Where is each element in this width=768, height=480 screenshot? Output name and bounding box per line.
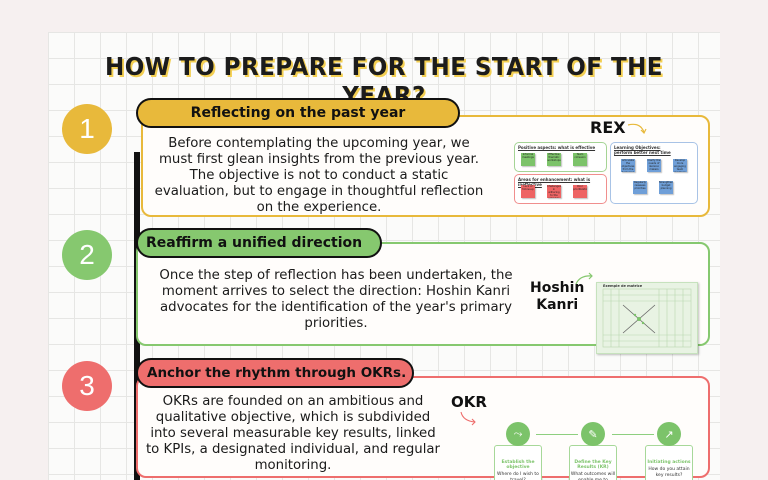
rex-learning-title: Learning Objectives: perform better next… — [614, 145, 671, 155]
matrix-diagram-icon — [602, 288, 692, 348]
rex-positive-title: Positive aspects: what is effective — [518, 145, 596, 150]
rex-enhancement-box: Areas for enhancement: what is ineffecti… — [514, 174, 607, 204]
sticky-note: Develop more engaging team meetings — [673, 159, 687, 172]
rex-positive-box: Positive aspects: what is effective Info… — [514, 142, 607, 172]
map-route-icon: ⤳ — [506, 422, 530, 446]
step-2-description: Once the step of reflection has been und… — [159, 268, 513, 331]
sticky-note: Challenges in adhering to the schedule — [547, 185, 561, 198]
okr-step-title: Define the Key Results (KR) — [574, 460, 612, 470]
step-1-heading: Reflecting on the past year — [136, 98, 460, 128]
hoshin-label-line1: Hoshin — [530, 280, 585, 296]
sticky-note: Poor prioritization — [573, 185, 587, 198]
step-1-description: Before contemplating the upcoming year, … — [154, 136, 484, 215]
hoshin-matrix-image: Exemple de matrice — [596, 282, 698, 354]
okr-step-question: How do you attain key results? — [648, 467, 690, 478]
okr-step-2: Define the Key Results (KR) What outcome… — [569, 445, 617, 480]
step-2-heading: Reaffirm a unified direction — [136, 228, 382, 258]
rex-label: REX — [590, 118, 626, 137]
sticky-note: Team cohesion — [573, 153, 587, 166]
okr-step-question: Where do I wish to travel? — [497, 472, 539, 480]
sticky-note: Effective thematic workshops — [547, 153, 561, 166]
okr-step-title: Initiating actions — [647, 460, 691, 465]
rex-learning-box: Learning Objectives: perform better next… — [610, 142, 698, 204]
infographic-canvas: HOW TO PREPARE FOR THE START OF THE YEAR… — [48, 32, 720, 480]
arrow-icon — [575, 272, 593, 285]
sticky-note: Strengthen budget planning — [659, 181, 673, 194]
sticky-note: Lack of follow-up — [521, 185, 535, 198]
step-3-number: 3 — [62, 361, 112, 411]
step-2-number: 2 — [62, 230, 112, 280]
hoshin-label-line2: Kanri — [536, 297, 579, 313]
document-edit-icon: ✎ — [581, 422, 605, 446]
step-3-heading: Anchor the rhythm through OKRs. — [136, 358, 414, 388]
page-title: HOW TO PREPARE FOR THE START OF THE YEAR… — [104, 52, 663, 110]
okr-label: OKR — [451, 393, 487, 411]
trend-line-icon: ↗ — [657, 422, 681, 446]
matrix-title: Exemple de matrice — [603, 284, 643, 288]
step-1-number: 1 — [62, 104, 112, 154]
arrow-icon — [627, 123, 647, 135]
sticky-note: Articulate the objectives from the begin… — [621, 159, 635, 172]
okr-connector — [612, 434, 654, 435]
okr-step-3: Initiating actions How do you attain key… — [645, 445, 693, 480]
okr-connector — [536, 434, 578, 435]
okr-step-title: Establish the objective — [501, 460, 535, 470]
hoshin-kanri-label: Hoshin Kanri — [530, 280, 584, 314]
okr-step-1: Establish the objective Where do I wish … — [494, 445, 542, 480]
okr-step-question: What outcomes will enable me to accompli… — [570, 472, 616, 480]
arrow-icon — [460, 411, 476, 426]
sticky-note: Clarify the needs of decision makers — [647, 159, 661, 172]
rex-enhancement-title: Areas for enhancement: what is ineffecti… — [518, 177, 591, 187]
sticky-note: Informal meetings — [521, 153, 535, 166]
step-3-description: OKRs are founded on an ambitious and qua… — [145, 394, 441, 473]
sticky-note: Regularly reassess priorities — [633, 181, 647, 194]
